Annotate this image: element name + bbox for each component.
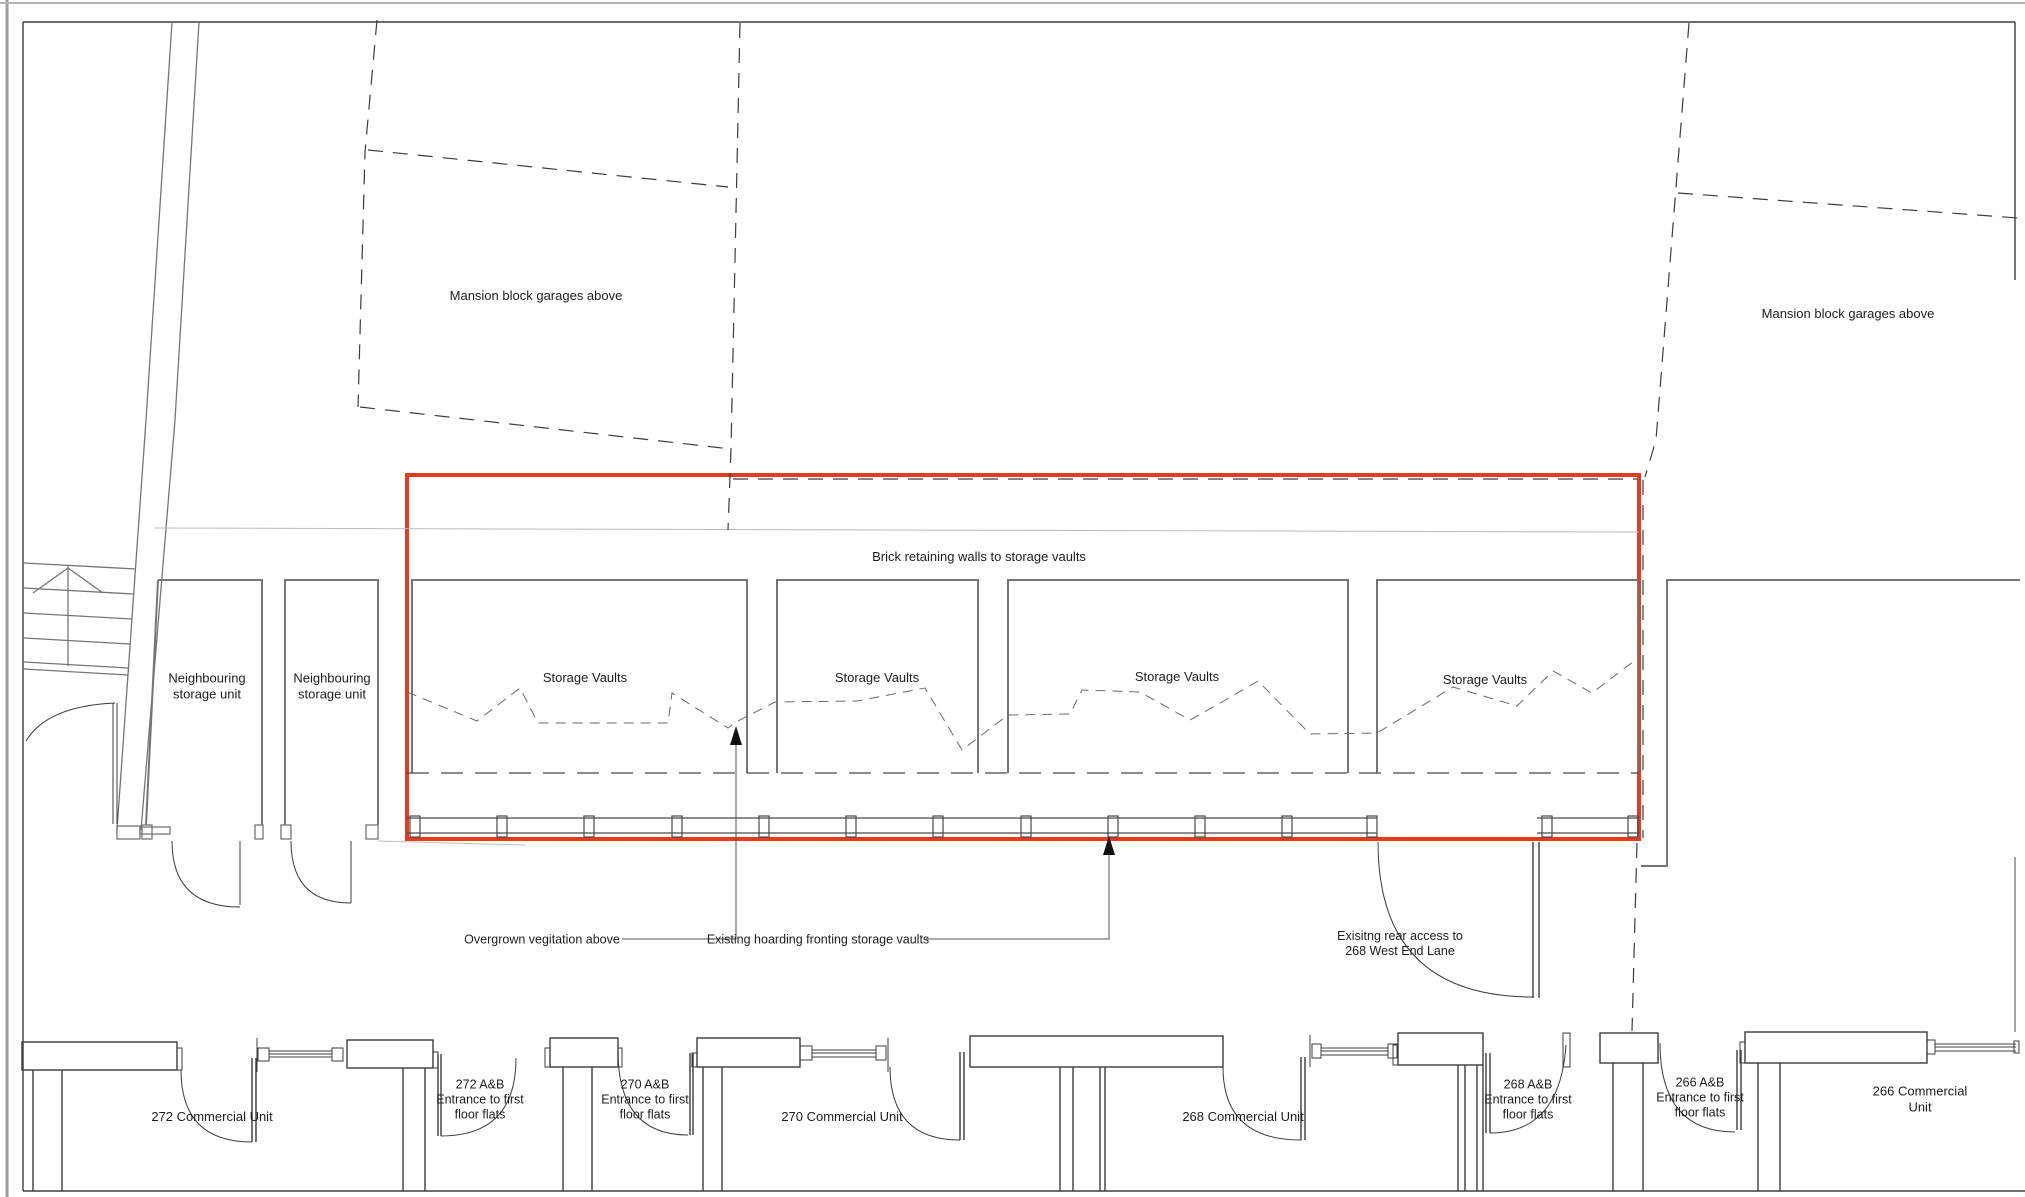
commercial-unit-label-268: 268 Commercial Unit bbox=[1182, 1109, 1304, 1125]
storage-vault-walls bbox=[411, 579, 1639, 773]
flat-entrance-label-268: 268 A&B Entrance to first floor flats bbox=[1484, 1077, 1572, 1122]
mansion-block-label-right: Mansion block garages above bbox=[1761, 306, 1935, 322]
gate-door bbox=[25, 702, 526, 846]
street-buildings bbox=[21, 1031, 2020, 1191]
vegetation-zigzag-line bbox=[406, 657, 1639, 751]
rear-access-callout: Exisitng rear access to 268 West End Lan… bbox=[1337, 929, 1463, 958]
footpath-lines bbox=[116, 21, 200, 831]
mansion-block-label-left: Mansion block garages above bbox=[449, 288, 623, 304]
flat-entrance-label-270: 270 A&B Entrance to first floor flats bbox=[601, 1077, 689, 1122]
flat-entrance-label-266: 266 A&B Entrance to first floor flats bbox=[1656, 1075, 1744, 1120]
storage-vaults-label-1: Storage Vaults bbox=[542, 670, 628, 686]
storage-vaults-label-3: Storage Vaults bbox=[1134, 669, 1220, 685]
vegetation-callout: Overgrown vegitation above bbox=[464, 932, 620, 947]
flat-entrance-label-272: 272 A&B Entrance to first floor flats bbox=[436, 1077, 524, 1122]
hoarding-callout: Existing hoarding fronting storage vault… bbox=[706, 932, 930, 947]
neighbouring-unit-label-left: Neighbouring storage unit bbox=[168, 670, 246, 701]
rear-access-door bbox=[1377, 841, 1540, 998]
commercial-unit-label-270: 270 Commercial Unit bbox=[781, 1109, 903, 1125]
stairs bbox=[23, 562, 137, 676]
commercial-unit-label-266: 266 Commercial Unit bbox=[1872, 1083, 1968, 1114]
storage-vaults-label-2: Storage Vaults bbox=[834, 670, 920, 686]
parcel-boundaries bbox=[357, 19, 2019, 1032]
neighbouring-unit-left bbox=[141, 579, 264, 908]
hoarding bbox=[407, 815, 1639, 838]
leader-vegetation bbox=[622, 726, 742, 940]
stair-direction-arrow bbox=[32, 567, 104, 594]
leader-hoarding bbox=[926, 836, 1115, 940]
commercial-unit-label-272: 272 Commercial Unit bbox=[151, 1109, 273, 1125]
neighbouring-unit-label-right: Neighbouring storage unit bbox=[293, 670, 371, 701]
brick-retaining-walls-label: Brick retaining walls to storage vaults bbox=[872, 549, 1086, 565]
storage-vaults-label-4: Storage Vaults bbox=[1442, 672, 1528, 688]
retaining-wall-line bbox=[154, 527, 1640, 533]
right-storage-unit bbox=[1641, 579, 2020, 1032]
neighbouring-unit-right bbox=[280, 579, 379, 904]
